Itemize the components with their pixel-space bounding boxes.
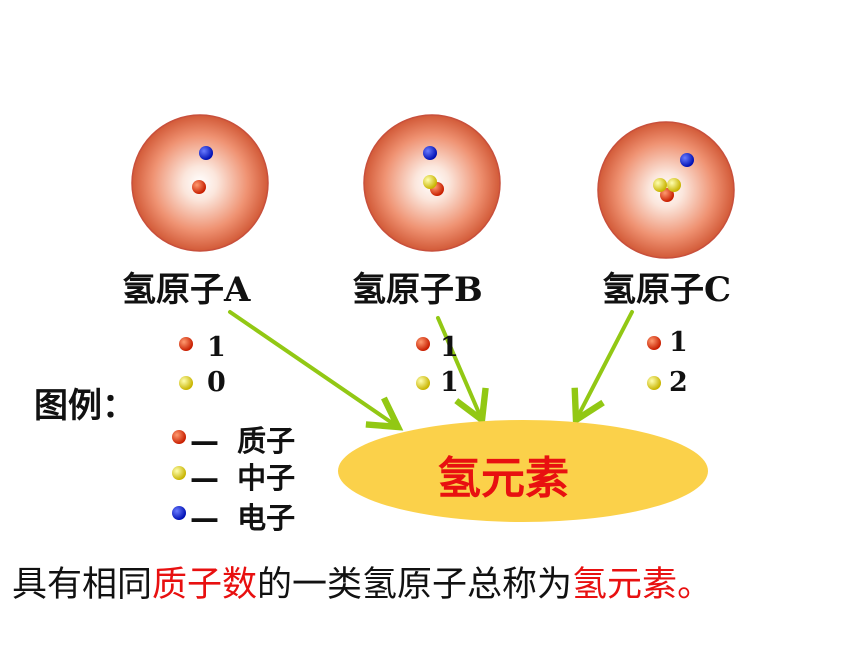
- arrow-b: [436, 316, 489, 426]
- count-dots: [179, 336, 661, 390]
- proton-dot: [192, 180, 206, 194]
- electron-dot: [680, 153, 694, 167]
- legend-label-proton: 质子: [237, 424, 296, 458]
- neutron-dot: [653, 178, 667, 192]
- atom-c: [597, 121, 735, 259]
- sentence-highlight-proton-number: 质子数: [152, 565, 258, 605]
- neutron-count-b: 1: [440, 367, 459, 398]
- proton-count-c: 1: [669, 327, 688, 358]
- legend-label-neutron: 中子: [237, 461, 296, 495]
- proton-count-b: 1: [440, 332, 459, 363]
- proton-dot: [660, 188, 674, 202]
- neutron-count-c: 2: [669, 367, 688, 398]
- electron-dot: [423, 146, 437, 160]
- proton-count-a: 1: [207, 332, 226, 363]
- legend-dash: —: [190, 461, 219, 495]
- element-ellipse: [338, 420, 708, 522]
- arrows: [228, 310, 634, 431]
- definition-sentence: 具有相同质子数的一类氢原子总称为氢元素。: [12, 556, 712, 607]
- legend-item-electron: — 电子: [190, 495, 295, 537]
- neutron-dot: [667, 178, 681, 192]
- legend-item-proton: — 质子: [190, 418, 295, 460]
- legend-dash: —: [190, 501, 219, 535]
- arrow-a: [228, 310, 404, 431]
- legend-label-electron: 电子: [237, 501, 296, 535]
- atom-label-c: 氢原子C: [602, 270, 732, 310]
- sentence-part-2: 的一类氢原子总称为: [257, 565, 573, 605]
- sentence-highlight-element: 氢元素: [572, 565, 678, 605]
- atom-a: [131, 114, 269, 252]
- legend-title: 图例：: [34, 386, 136, 426]
- atom-b: [363, 114, 501, 252]
- legend-dash: —: [190, 424, 219, 458]
- neutron-count-a: 0: [207, 367, 226, 398]
- atom-label-b: 氢原子B: [352, 270, 483, 310]
- element-name: 氢元素: [437, 453, 569, 504]
- arrow-c: [571, 310, 634, 426]
- legend-item-neutron: — 中子: [190, 455, 295, 497]
- sentence-part-1: 具有相同: [12, 565, 153, 605]
- atom-label-a: 氢原子A: [122, 270, 251, 310]
- neutron-dot: [423, 175, 437, 189]
- electron-dot: [199, 146, 213, 160]
- legend-dots: [172, 430, 186, 520]
- sentence-end: 。: [677, 565, 713, 605]
